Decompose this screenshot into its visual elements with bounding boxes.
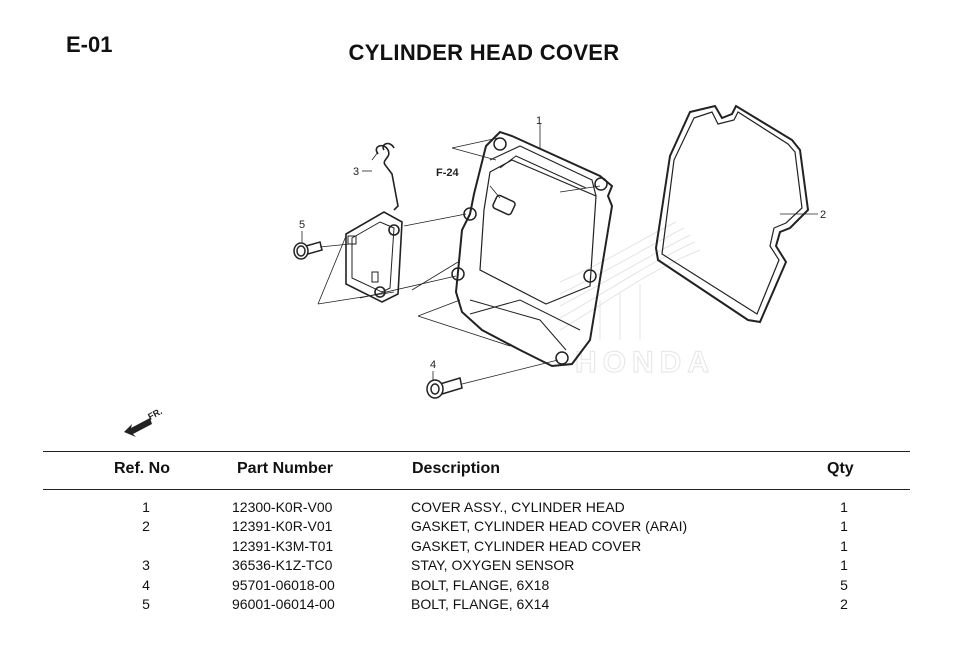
callout-5: 5 (299, 219, 305, 231)
cell-part-number: 12300-K0R-V00 (232, 499, 333, 515)
cell-part-number: 96001-06014-00 (232, 596, 335, 612)
cell-part-number: 95701-06018-00 (232, 577, 335, 593)
callout-3: 3 (353, 166, 359, 178)
table-row: 5 96001-06014-00 BOLT, FLANGE, 6X14 2 (0, 596, 968, 615)
cell-part-number: 36536-K1Z-TC0 (232, 557, 333, 573)
cell-ref: 4 (142, 577, 150, 593)
gasket-outline (654, 104, 810, 324)
front-direction-arrow-icon: FR. (124, 406, 164, 437)
cell-ref: 5 (142, 596, 150, 612)
cell-ref: 2 (142, 518, 150, 534)
oxygen-sensor-stay (345, 142, 403, 303)
cell-qty: 5 (840, 577, 848, 593)
header-qty: Qty (827, 460, 854, 477)
callout-1: 1 (536, 115, 542, 127)
cell-qty: 1 (840, 557, 848, 573)
direction-label: FR. (146, 406, 163, 422)
cell-description: STAY, OXYGEN SENSOR (411, 557, 575, 573)
exploded-parts-diagram: HONDA (124, 104, 826, 437)
cell-description: GASKET, CYLINDER HEAD COVER (411, 538, 642, 554)
cell-qty: 1 (840, 499, 848, 515)
bolt-flange-6x14 (293, 241, 323, 260)
cell-part-number: 12391-K0R-V01 (232, 518, 333, 534)
cell-qty: 1 (840, 538, 848, 554)
cylinder-head-cover (451, 130, 614, 368)
cell-description: GASKET, CYLINDER HEAD COVER (ARAI) (411, 518, 688, 534)
page-title: CYLINDER HEAD COVER (348, 40, 620, 65)
table-top-rule (43, 451, 910, 452)
honda-watermark-logo: HONDA (559, 221, 715, 380)
table-header-rule (43, 489, 910, 490)
cell-qty: 2 (840, 596, 848, 612)
table-row: 12391-K3M-T01 GASKET, CYLINDER HEAD COVE… (0, 538, 968, 557)
table-row: 2 12391-K0R-V01 GASKET, CYLINDER HEAD CO… (0, 518, 968, 537)
callout-2: 2 (820, 209, 826, 221)
cell-qty: 1 (840, 518, 848, 534)
cell-ref: 1 (142, 499, 150, 515)
table-row: 1 12300-K0R-V00 COVER ASSY., CYLINDER HE… (0, 499, 968, 518)
header-description: Description (412, 460, 501, 477)
header-part-number: Part Number (237, 460, 334, 477)
cell-description: BOLT, FLANGE, 6X14 (411, 596, 550, 612)
cell-ref: 3 (142, 557, 150, 573)
watermark-text: HONDA (575, 346, 715, 379)
table-row: 3 36536-K1Z-TC0 STAY, OXYGEN SENSOR 1 (0, 557, 968, 576)
cell-description: COVER ASSY., CYLINDER HEAD (411, 499, 625, 515)
bolt-flange-6x18 (426, 377, 463, 399)
assembly-lines (317, 124, 818, 385)
callout-4: 4 (430, 359, 436, 371)
reference-label-f24: F-24 (436, 167, 460, 179)
header-ref-no: Ref. No (114, 460, 170, 477)
page-code: E-01 (66, 32, 113, 57)
cell-part-number: 12391-K3M-T01 (232, 538, 334, 554)
table-row: 4 95701-06018-00 BOLT, FLANGE, 6X18 5 (0, 577, 968, 596)
cell-description: BOLT, FLANGE, 6X18 (411, 577, 550, 593)
